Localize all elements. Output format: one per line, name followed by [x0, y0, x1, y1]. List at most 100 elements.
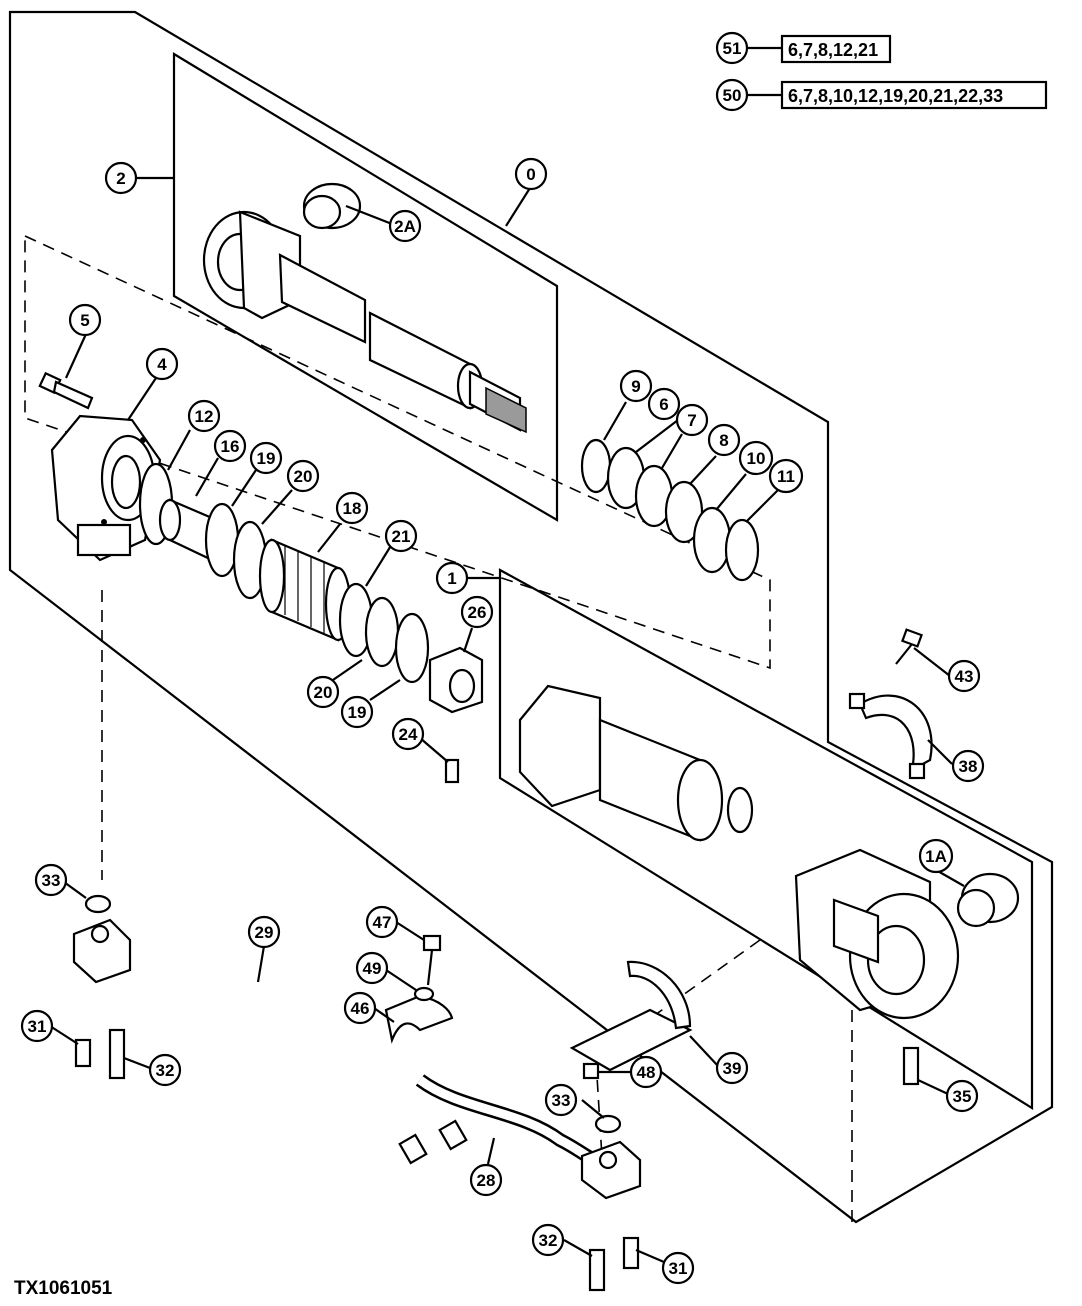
svg-text:6,7,8,10,12,19,20,21,22,33: 6,7,8,10,12,19,20,21,22,33 [788, 86, 1003, 106]
callout-leaders [49, 176, 965, 1264]
callout: 20 [286, 459, 320, 493]
svg-text:24: 24 [399, 725, 418, 744]
callout: 28 [469, 1163, 503, 1197]
gland-bushing [158, 498, 214, 562]
bolt-47 [422, 934, 442, 952]
piston [258, 538, 352, 642]
svg-text:48: 48 [637, 1063, 656, 1082]
bolt-32-right [588, 1248, 606, 1292]
svg-text:38: 38 [959, 757, 978, 776]
ring-20b [364, 596, 400, 668]
clamp-bolt-43 [895, 628, 923, 665]
svg-text:33: 33 [552, 1091, 571, 1110]
head-bolt [38, 371, 94, 410]
svg-text:16: 16 [221, 437, 240, 456]
svg-text:49: 49 [363, 959, 382, 978]
callout: 0 [514, 157, 548, 191]
svg-text:0: 0 [526, 165, 535, 184]
svg-text:31: 31 [28, 1017, 47, 1036]
figure-id: TX1061051 [14, 1278, 113, 1299]
washer-49 [413, 986, 435, 1002]
svg-text:6: 6 [659, 395, 668, 414]
set-screw [444, 758, 460, 784]
callout-bubbles: 0 2 2A 5 4 12 16 19 20 18 21 9 6 7 8 10 … [20, 157, 985, 1285]
callout: 2 [104, 161, 138, 195]
svg-text:5: 5 [80, 311, 89, 330]
cylinder-barrel [518, 684, 960, 1020]
svg-text:20: 20 [314, 683, 333, 702]
callout: 33 [34, 863, 68, 897]
svg-text:10: 10 [747, 449, 766, 468]
svg-text:1: 1 [447, 569, 456, 588]
callout: 7 [675, 403, 709, 437]
fitting-left [398, 1133, 428, 1165]
callout: 12 [187, 399, 221, 433]
svg-text:51: 51 [723, 39, 742, 58]
svg-text:31: 31 [669, 1259, 688, 1278]
svg-text:43: 43 [955, 667, 974, 686]
callout: 19 [249, 441, 283, 475]
svg-text:19: 19 [348, 703, 367, 722]
svg-text:21: 21 [392, 527, 411, 546]
callout: 24 [391, 717, 425, 751]
svg-text:1A: 1A [925, 847, 947, 866]
svg-text:32: 32 [539, 1231, 558, 1250]
svg-text:46: 46 [351, 999, 370, 1018]
svg-text:20: 20 [294, 467, 313, 486]
svg-text:8: 8 [719, 431, 728, 450]
callout: 11 [768, 458, 804, 494]
rod-inset-frame [172, 52, 559, 522]
svg-text:19: 19 [257, 449, 276, 468]
callout: 2A [388, 209, 422, 243]
callout: 39 [715, 1051, 749, 1085]
bolt-31-right [622, 1236, 640, 1270]
callout: 19 [340, 695, 374, 729]
callout: 21 [384, 519, 418, 553]
svg-text:33: 33 [42, 871, 61, 890]
callout: 32 [148, 1053, 182, 1087]
callout: 9 [619, 369, 653, 403]
callout: 16 [213, 429, 247, 463]
flange-right [580, 1140, 642, 1200]
callout: 48 [629, 1055, 663, 1089]
svg-text:12: 12 [195, 407, 214, 426]
svg-text:29: 29 [255, 923, 274, 942]
callout: 4 [145, 347, 179, 381]
callout: 35 [945, 1079, 979, 1113]
svg-text:35: 35 [953, 1087, 972, 1106]
callout: 5 [68, 303, 102, 337]
svg-text:4: 4 [157, 355, 167, 374]
o-ring-33-left [84, 894, 112, 914]
svg-text:50: 50 [723, 86, 742, 105]
piston-nut [428, 646, 484, 714]
fitting-right [438, 1119, 468, 1151]
callout: 8 [707, 423, 741, 457]
svg-text:18: 18 [343, 499, 362, 518]
rod-seal-rings [580, 438, 760, 582]
callout: 31 [20, 1009, 54, 1043]
svg-text:2A: 2A [394, 217, 416, 236]
svg-text:11: 11 [777, 467, 795, 486]
callout: 38 [951, 749, 985, 783]
callout: 33 [544, 1083, 578, 1117]
svg-text:47: 47 [373, 913, 392, 932]
callout: 32 [531, 1223, 565, 1257]
kit-row: 51 6,7,8,12,21 [715, 31, 892, 65]
svg-text:7: 7 [687, 411, 696, 430]
bolt-32-left [108, 1028, 126, 1080]
svg-text:32: 32 [156, 1061, 175, 1080]
ring-19b [394, 612, 430, 684]
callout: 6 [647, 387, 681, 421]
nut-48 [582, 1062, 600, 1080]
tube-29 [107, 956, 413, 1149]
bolt-35 [902, 1046, 920, 1086]
callout: 49 [355, 951, 389, 985]
flange-left [72, 918, 132, 984]
callout: 10 [738, 440, 774, 476]
o-ring-33-right [594, 1114, 622, 1134]
callout: 29 [247, 915, 281, 949]
callout: 31 [661, 1251, 695, 1285]
svg-text:26: 26 [468, 603, 487, 622]
bolt-47-shank [426, 949, 434, 986]
